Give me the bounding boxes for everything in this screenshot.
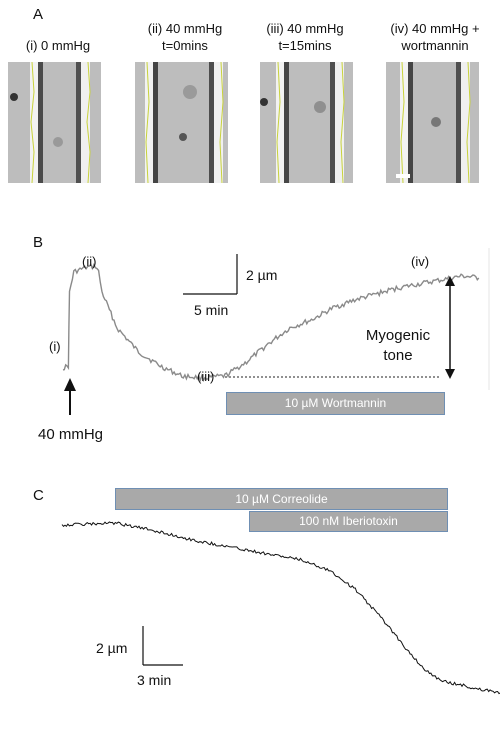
image-label-i: (i) 0 mmHg — [3, 37, 113, 54]
tone-label-line2: tone — [383, 347, 413, 364]
micrograph-iv — [386, 62, 479, 183]
micrograph-i — [8, 62, 101, 183]
panel-b-chart — [62, 248, 490, 415]
image-label-ii: (ii) 40 mmHg t=0mins — [130, 20, 240, 54]
panel-c-chart — [61, 521, 500, 695]
scale-x-label-b: 5 min — [194, 302, 229, 318]
scale-x-label-c: 3 min — [137, 672, 172, 688]
panel-a-letter: A — [33, 6, 44, 23]
micrograph-iii — [260, 62, 353, 183]
image-label-i-line1: (i) 0 mmHg — [25, 38, 91, 53]
pressure-arrow-head — [64, 378, 76, 391]
image-label-iv-line2: wortmannin — [401, 38, 469, 53]
image-label-iv-line1: (iv) 40 mmHg + — [390, 21, 480, 36]
tone-label-line1: Myogenic — [365, 327, 431, 344]
image-label-iii-line1: (iii) 40 mmHg — [266, 21, 344, 36]
label-iv: (iv) — [411, 254, 430, 269]
scale-y-label-b: 2 µm — [246, 267, 278, 283]
pressure-label: 40 mmHg — [38, 426, 104, 443]
image-label-ii-line2: t=0mins — [162, 38, 208, 53]
image-label-iii-line2: t=15mins — [278, 38, 332, 53]
tone-label: Myogenic tone — [358, 326, 438, 366]
scale-y-label-c: 2 µm — [96, 640, 128, 656]
panel-b-letter: B — [33, 234, 44, 251]
label-ii: (ii) — [82, 254, 97, 269]
trace-b — [62, 263, 480, 383]
wortmannin-bar: 10 µM Wortmannin — [226, 392, 445, 415]
iberiotoxin-bar: 100 nM Iberiotoxin — [249, 511, 448, 532]
tone-arrow-head-top — [445, 276, 455, 286]
label-i: (i) — [49, 339, 61, 354]
label-iii: (iii) — [197, 369, 215, 384]
panel-c-letter: C — [33, 487, 44, 504]
image-label-ii-line1: (ii) 40 mmHg — [147, 21, 223, 36]
correolide-bar: 10 µM Correolide — [115, 488, 448, 510]
trace-c — [61, 521, 500, 695]
micrograph-ii — [135, 62, 228, 183]
image-label-iii: (iii) 40 mmHg t=15mins — [250, 20, 360, 54]
tone-arrow-head-bottom — [445, 369, 455, 379]
scale-bar — [396, 174, 410, 178]
image-label-iv: (iv) 40 mmHg + wortmannin — [375, 20, 495, 54]
